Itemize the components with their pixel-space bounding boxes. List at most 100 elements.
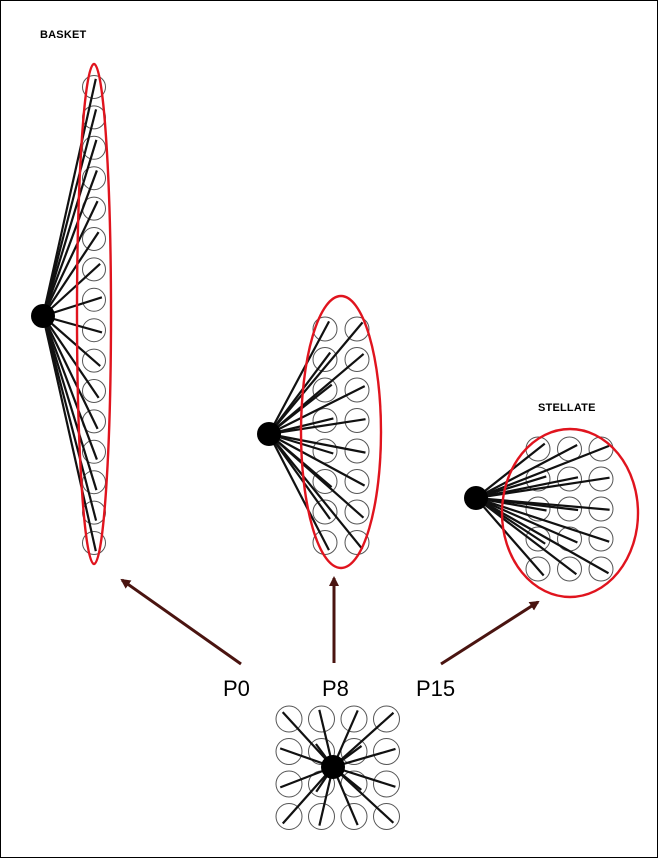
target-circle (344, 347, 370, 372)
soma (464, 486, 488, 510)
target-circle (82, 348, 106, 373)
axon-line (475, 497, 610, 575)
stage-label-p15: P15 (416, 676, 456, 701)
target-circle (557, 466, 582, 492)
target-circle (588, 556, 614, 582)
axon-line (475, 496, 610, 543)
axon-line (41, 315, 98, 521)
axon-line (268, 320, 331, 435)
target-circle (344, 316, 370, 342)
target-circle (312, 469, 338, 494)
p8-cell-figure (257, 294, 383, 570)
initial-cell-figure (275, 705, 400, 830)
target-circle (312, 499, 338, 525)
target-circle (344, 499, 370, 525)
basket-label: BASKET (40, 29, 87, 41)
target-circle (344, 377, 370, 403)
axon-line (281, 711, 334, 768)
axon-line (281, 766, 334, 825)
outline-ellipse (75, 62, 113, 566)
target-circle (82, 439, 106, 464)
axon-line (268, 418, 366, 436)
target-circle (82, 318, 106, 343)
axon-line (475, 476, 610, 500)
target-circle (275, 738, 303, 765)
axon-line (475, 444, 578, 499)
target-circle (373, 803, 400, 830)
stage-label-p8: P8 (322, 676, 349, 701)
target-circle (373, 738, 400, 765)
axon-line (268, 432, 366, 454)
axon-line (475, 497, 545, 577)
axon-line (41, 109, 98, 317)
axon-line (475, 496, 610, 511)
axon-line (42, 315, 101, 367)
arrow-p0-icon (120, 578, 242, 666)
target-circle (340, 705, 368, 733)
soma (31, 304, 55, 328)
axon-line (41, 315, 98, 460)
axon-line (41, 170, 98, 317)
target-circle (557, 496, 582, 522)
axon-line (475, 496, 578, 544)
axon-line (268, 433, 364, 550)
target-circle (82, 379, 106, 403)
target-circle (312, 377, 338, 403)
stage-label-p0: P0 (223, 676, 250, 701)
arrows-group (120, 576, 540, 666)
axon-line (41, 139, 98, 317)
axon-line (268, 433, 366, 487)
target-circle (275, 803, 303, 830)
axon-line (268, 351, 332, 435)
target-circle (373, 770, 400, 798)
outline-ellipse (500, 427, 640, 599)
target-circle (82, 531, 106, 555)
target-circle (82, 227, 106, 251)
axon-line (475, 444, 610, 500)
outline-ellipse (299, 294, 383, 570)
axon-line (332, 711, 395, 768)
axon-line (42, 200, 99, 317)
target-circle (275, 770, 303, 798)
axon-line (42, 231, 100, 317)
axon-line (41, 315, 97, 552)
target-circle (82, 166, 106, 191)
target-circle (588, 466, 614, 492)
target-circle (312, 316, 338, 342)
axon-line (268, 385, 366, 435)
target-circle (82, 287, 106, 312)
target-circle (340, 803, 368, 830)
axon-line (268, 433, 365, 519)
target-circle (344, 408, 370, 433)
soma (257, 422, 281, 446)
target-circle (525, 556, 551, 582)
target-circle (344, 469, 370, 494)
target-circle (312, 408, 338, 433)
target-circle (525, 496, 551, 522)
target-circle (588, 526, 614, 552)
target-circle (312, 347, 338, 372)
basket-cell-figure (31, 62, 113, 566)
axon-line (42, 315, 99, 430)
target-circle (340, 738, 368, 765)
target-circle (557, 556, 582, 582)
target-circle (82, 135, 106, 160)
axon-line (41, 78, 97, 317)
target-circle (275, 705, 303, 733)
axon-line (475, 497, 578, 576)
stellate-cell-figure (464, 427, 640, 599)
stellate-label: STELLATE (538, 402, 596, 414)
target-circle (344, 438, 370, 464)
target-circle (308, 803, 335, 830)
axon-line (42, 315, 100, 399)
target-circle (82, 257, 106, 282)
axon-line (268, 321, 364, 435)
target-circle (82, 75, 106, 99)
arrow-p15-icon (440, 600, 540, 666)
soma (321, 755, 345, 779)
axon-line (42, 263, 101, 317)
axon-line (475, 475, 547, 500)
target-circle (373, 705, 400, 733)
